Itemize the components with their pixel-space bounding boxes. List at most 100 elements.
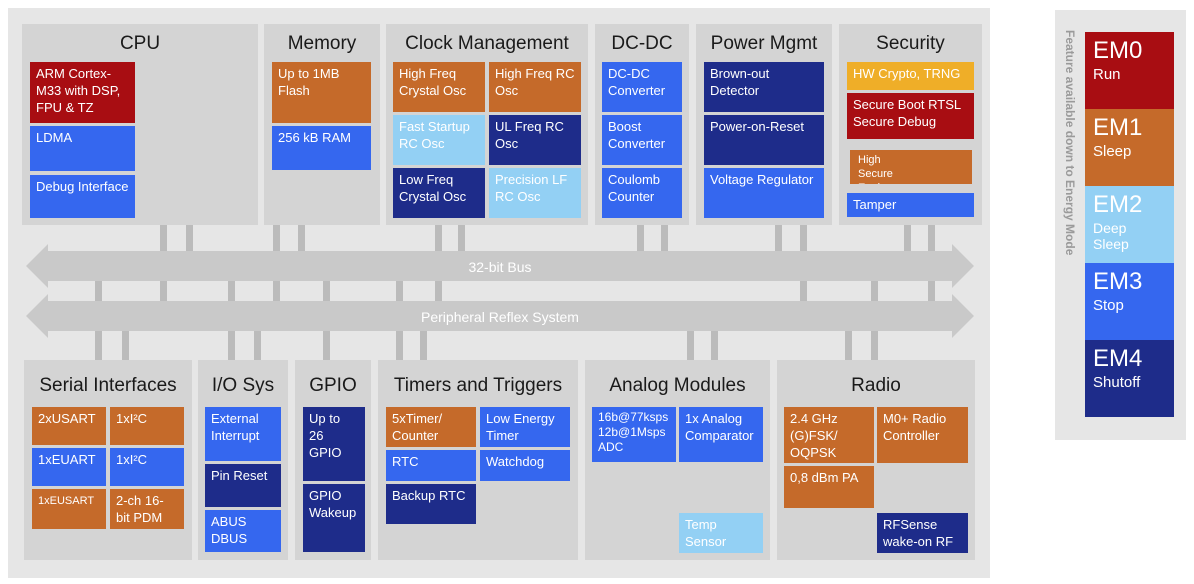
block-title: CPU bbox=[119, 33, 161, 54]
i2c-2: 1xI²C bbox=[110, 448, 184, 486]
bus-arrow-left bbox=[26, 244, 48, 288]
mode-code: EM0 bbox=[1093, 37, 1143, 64]
block-clock: Clock Management High Freq Crystal Osc H… bbox=[386, 24, 588, 225]
debug-interface: Debug Interface bbox=[30, 175, 135, 218]
lf-crystal-osc: Low Freq Crystal Osc bbox=[393, 168, 485, 218]
voltage-regulator: Voltage Regulator bbox=[704, 168, 824, 218]
external-interrupt: External Interrupt bbox=[205, 407, 281, 461]
block-radio: Radio 2.4 GHz (G)FSK/ OQPSK M0+ Radio Co… bbox=[777, 360, 975, 560]
block-title: DC-DC bbox=[611, 33, 673, 54]
energy-mode-em0: EM0 Run bbox=[1085, 32, 1174, 109]
adc: 16b@77ksps 12b@1Msps ADC bbox=[592, 407, 676, 462]
bus-arrow-right bbox=[952, 244, 974, 288]
mode-code: EM3 bbox=[1093, 268, 1143, 295]
connector bbox=[637, 225, 644, 257]
bus-arrow-left bbox=[26, 294, 48, 338]
block-title: Timers and Triggers bbox=[393, 375, 563, 396]
mode-desc: Run bbox=[1093, 66, 1121, 83]
block-timers: Timers and Triggers 5xTimer/ Counter Low… bbox=[378, 360, 578, 560]
power-on-reset: Power-on-Reset bbox=[704, 115, 824, 165]
mode-desc: Shutoff bbox=[1093, 374, 1141, 391]
mode-code: EM4 bbox=[1093, 345, 1143, 372]
connector bbox=[775, 225, 782, 257]
block-title: GPIO bbox=[309, 375, 357, 396]
cpu-core: ARM Cortex-M33 with DSP, FPU & TZ bbox=[30, 62, 135, 123]
block-serial: Serial Interfaces 2xUSART 1xI²C 1xEUART … bbox=[24, 360, 192, 560]
mode-desc: Stop bbox=[1093, 297, 1124, 314]
block-security: Security HW Crypto, TRNG Secure Boot RTS… bbox=[839, 24, 982, 225]
ram: 256 kB RAM bbox=[272, 126, 371, 170]
bus-arrow-right bbox=[952, 294, 974, 338]
boost-converter: Boost Converter bbox=[602, 115, 682, 165]
block-title: Security bbox=[876, 33, 945, 54]
connector bbox=[298, 225, 305, 257]
mode-code: EM1 bbox=[1093, 114, 1143, 141]
block-title: Serial Interfaces bbox=[39, 375, 177, 396]
temp-sensor: Temp Sensor bbox=[679, 513, 763, 553]
bus-32bit bbox=[46, 251, 954, 281]
watchdog: Watchdog bbox=[480, 450, 570, 481]
pin-reset: Pin Reset bbox=[205, 464, 281, 507]
usart: 2xUSART bbox=[32, 407, 106, 445]
energy-mode-em3: EM3 Stop bbox=[1085, 263, 1174, 340]
ul-freq-rc-osc: UL Freq RC Osc bbox=[489, 115, 581, 165]
coulomb-counter: Coulomb Counter bbox=[602, 168, 682, 218]
connector bbox=[458, 225, 465, 257]
gpio-count: Up to 26 GPIO bbox=[303, 407, 365, 481]
connector bbox=[661, 225, 668, 257]
euart: 1xEUART bbox=[32, 448, 106, 486]
block-title: Memory bbox=[287, 33, 357, 54]
block-io: I/O Sys External Interrupt Pin Reset ABU… bbox=[198, 360, 288, 560]
energy-mode-em2: EM2 Deep Sleep bbox=[1085, 186, 1174, 263]
rfsense: RFSense wake-on RF bbox=[877, 513, 968, 553]
block-title: Clock Management bbox=[405, 33, 569, 54]
m0-radio-controller: M0+ Radio Controller bbox=[877, 407, 968, 463]
block-gpio: GPIO Up to 26 GPIO GPIO Wakeup bbox=[295, 360, 371, 560]
block-title: Radio bbox=[851, 375, 901, 396]
block-memory: Memory Up to 1MB Flash 256 kB RAM bbox=[264, 24, 380, 225]
tamper: Tamper bbox=[847, 193, 974, 217]
connector bbox=[904, 225, 911, 257]
mode-desc: Sleep bbox=[1093, 143, 1132, 160]
radio-24ghz: 2.4 GHz (G)FSK/ OQPSK bbox=[784, 407, 874, 463]
rtc: RTC bbox=[386, 450, 476, 481]
bus-prs-label: Peripheral Reflex System bbox=[421, 309, 579, 325]
block-cpu: CPU ARM Cortex-M33 with DSP, FPU & TZ LD… bbox=[22, 24, 258, 225]
connector bbox=[254, 325, 261, 360]
fast-startup-rc-osc: Fast Startup RC Osc bbox=[393, 115, 485, 165]
block-title: I/O Sys bbox=[211, 375, 275, 396]
timer-counter: 5xTimer/ Counter bbox=[386, 407, 476, 447]
precision-lf-rc-osc: Precision LF RC Osc bbox=[489, 168, 581, 218]
bus-prs bbox=[46, 301, 954, 331]
brownout-detector: Brown-out Detector bbox=[704, 62, 824, 112]
analog-comparator: 1x Analog Comparator bbox=[679, 407, 763, 462]
connector bbox=[122, 325, 129, 360]
i2c-1: 1xI²C bbox=[110, 407, 184, 445]
hf-crystal-osc: High Freq Crystal Osc bbox=[393, 62, 485, 112]
legend-vertical-label: Feature available down to Energy Mode bbox=[1063, 30, 1077, 256]
hw-crypto-trng: HW Crypto, TRNG bbox=[847, 62, 974, 90]
mode-desc: Deep Sleep bbox=[1093, 220, 1129, 252]
energy-mode-em1: EM1 Sleep bbox=[1085, 109, 1174, 186]
connector bbox=[186, 225, 193, 257]
gpio-wakeup: GPIO Wakeup bbox=[303, 484, 365, 552]
backup-rtc: Backup RTC bbox=[386, 484, 476, 524]
block-dcdc: DC-DC DC-DC Converter Boost Converter Co… bbox=[595, 24, 689, 225]
connector bbox=[711, 325, 718, 360]
connector bbox=[687, 325, 694, 360]
connector bbox=[845, 325, 852, 360]
hf-rc-osc: High Freq RC Osc bbox=[489, 62, 581, 112]
block-power: Power Mgmt Brown-out Detector Power-on-R… bbox=[696, 24, 832, 225]
block-analog: Analog Modules 16b@77ksps 12b@1Msps ADC … bbox=[585, 360, 770, 560]
high-secure-engine: High Secure Engine bbox=[850, 150, 972, 184]
energy-mode-em4: EM4 Shutoff bbox=[1085, 340, 1174, 417]
ldma: LDMA bbox=[30, 126, 135, 171]
pdm: 2-ch 16-bit PDM bbox=[110, 489, 184, 529]
power-amplifier: 0,8 dBm PA bbox=[784, 466, 874, 508]
abus-dbus: ABUS DBUS bbox=[205, 510, 281, 552]
eusart: 1xEUSART bbox=[32, 489, 106, 529]
mode-code: EM2 bbox=[1093, 191, 1143, 218]
low-energy-timer: Low Energy Timer bbox=[480, 407, 570, 447]
bus-32bit-label: 32-bit Bus bbox=[468, 259, 532, 275]
connector bbox=[420, 325, 427, 360]
